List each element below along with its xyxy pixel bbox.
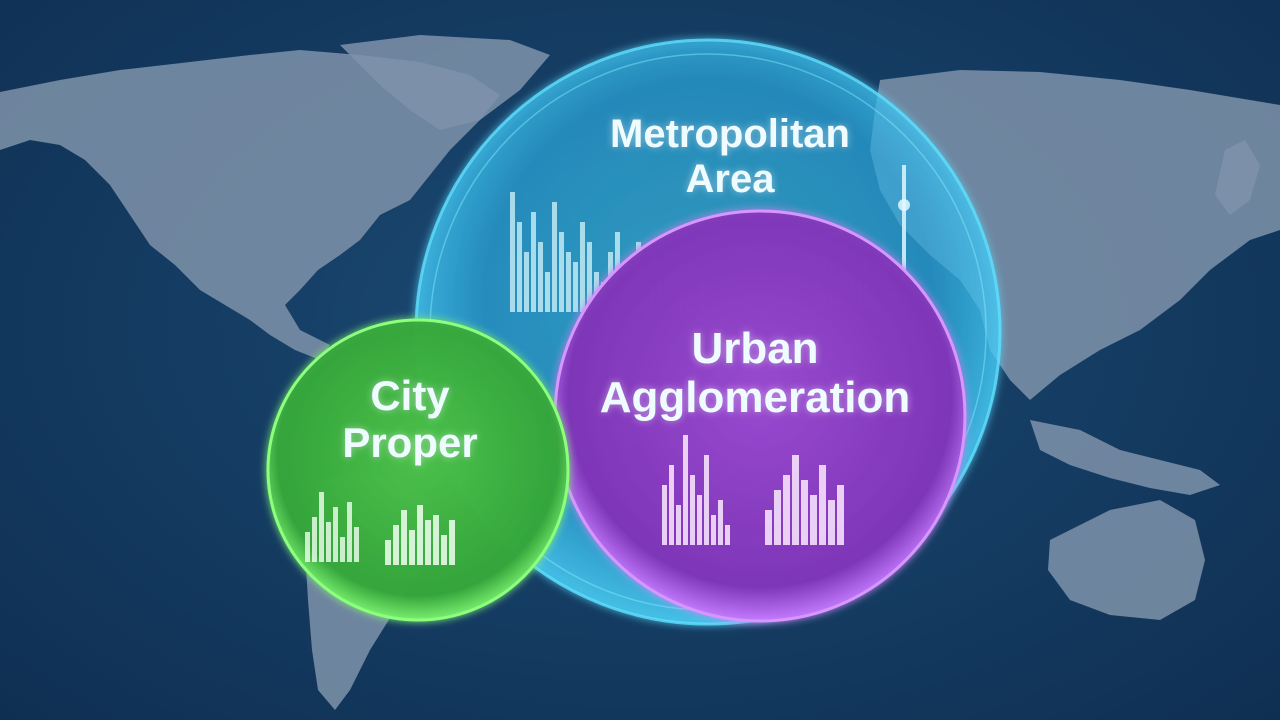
japan-landmass [1215,140,1260,215]
decorative-bar [333,507,338,562]
decorative-bar [683,435,688,545]
decorative-bar [792,455,799,545]
decorative-bar [559,232,564,312]
decorative-bar [725,525,730,545]
decorative-bar [587,242,592,312]
decorative-bar [319,492,324,562]
decorative-bar [828,500,835,545]
decorative-bar [354,527,359,562]
decorative-bar [676,505,681,545]
urban-label-line2: Agglomeration [599,373,911,423]
decorative-bar [305,532,310,562]
decorative-bar [524,252,529,312]
city-proper-circle [266,318,570,622]
city-proper-label: City Proper [300,372,520,466]
decorative-bar [566,252,571,312]
decorative-bar [810,495,817,545]
decorative-bar [401,510,407,565]
tower-spire [902,165,906,295]
decorative-bar [531,212,536,312]
decorative-bar [340,537,345,562]
decorative-bar [801,480,808,545]
decorative-bar [552,202,557,312]
decorative-bar [690,475,695,545]
decorative-bar [580,222,585,312]
decorative-bar [417,505,423,565]
city-bar-graphic-right [385,505,455,565]
decorative-bar [441,535,447,565]
urban-label-line1: Urban [691,324,819,373]
decorative-bar [545,272,550,312]
decorative-bar [326,522,331,562]
decorative-bar [347,502,352,562]
decorative-bar [510,192,515,312]
decorative-bar [385,540,391,565]
decorative-bar [765,510,772,545]
eurasia-landmass [870,70,1280,400]
decorative-bar [669,465,674,545]
tower-dome [898,199,910,211]
decorative-bar [837,485,844,545]
decorative-bar [711,515,716,545]
decorative-bar [819,465,826,545]
decorative-bar [409,530,415,565]
southeast-asia-islands [1030,420,1220,495]
decorative-bar [312,517,317,562]
decorative-bar [718,500,723,545]
decorative-bar [662,485,667,545]
decorative-bar [538,242,543,312]
metropolitan-label-line2: Area [685,156,775,201]
urban-bar-graphic-left [662,435,730,545]
north-america-landmass [0,50,500,360]
decorative-bar [425,520,431,565]
decorative-bar [517,222,522,312]
city-label-line1: City [370,372,450,419]
city-bar-graphic-left [305,492,359,562]
decorative-bar [433,515,439,565]
urban-agglomeration-label: Urban Agglomeration [560,324,950,423]
city-label-line2: Proper [342,419,478,467]
decorative-bar [573,262,578,312]
metropolitan-label-line1: Metropolitan [610,112,850,156]
decorative-bar [704,455,709,545]
decorative-bar [697,495,702,545]
decorative-bar [449,520,455,565]
urban-bar-graphic-right [765,455,844,545]
australia-landmass [1048,500,1205,620]
decorative-bar [783,475,790,545]
decorative-bar [774,490,781,545]
greenland-landmass [340,35,550,130]
decorative-bar [393,525,399,565]
metropolitan-area-label: Metropolitan Area [550,112,910,202]
